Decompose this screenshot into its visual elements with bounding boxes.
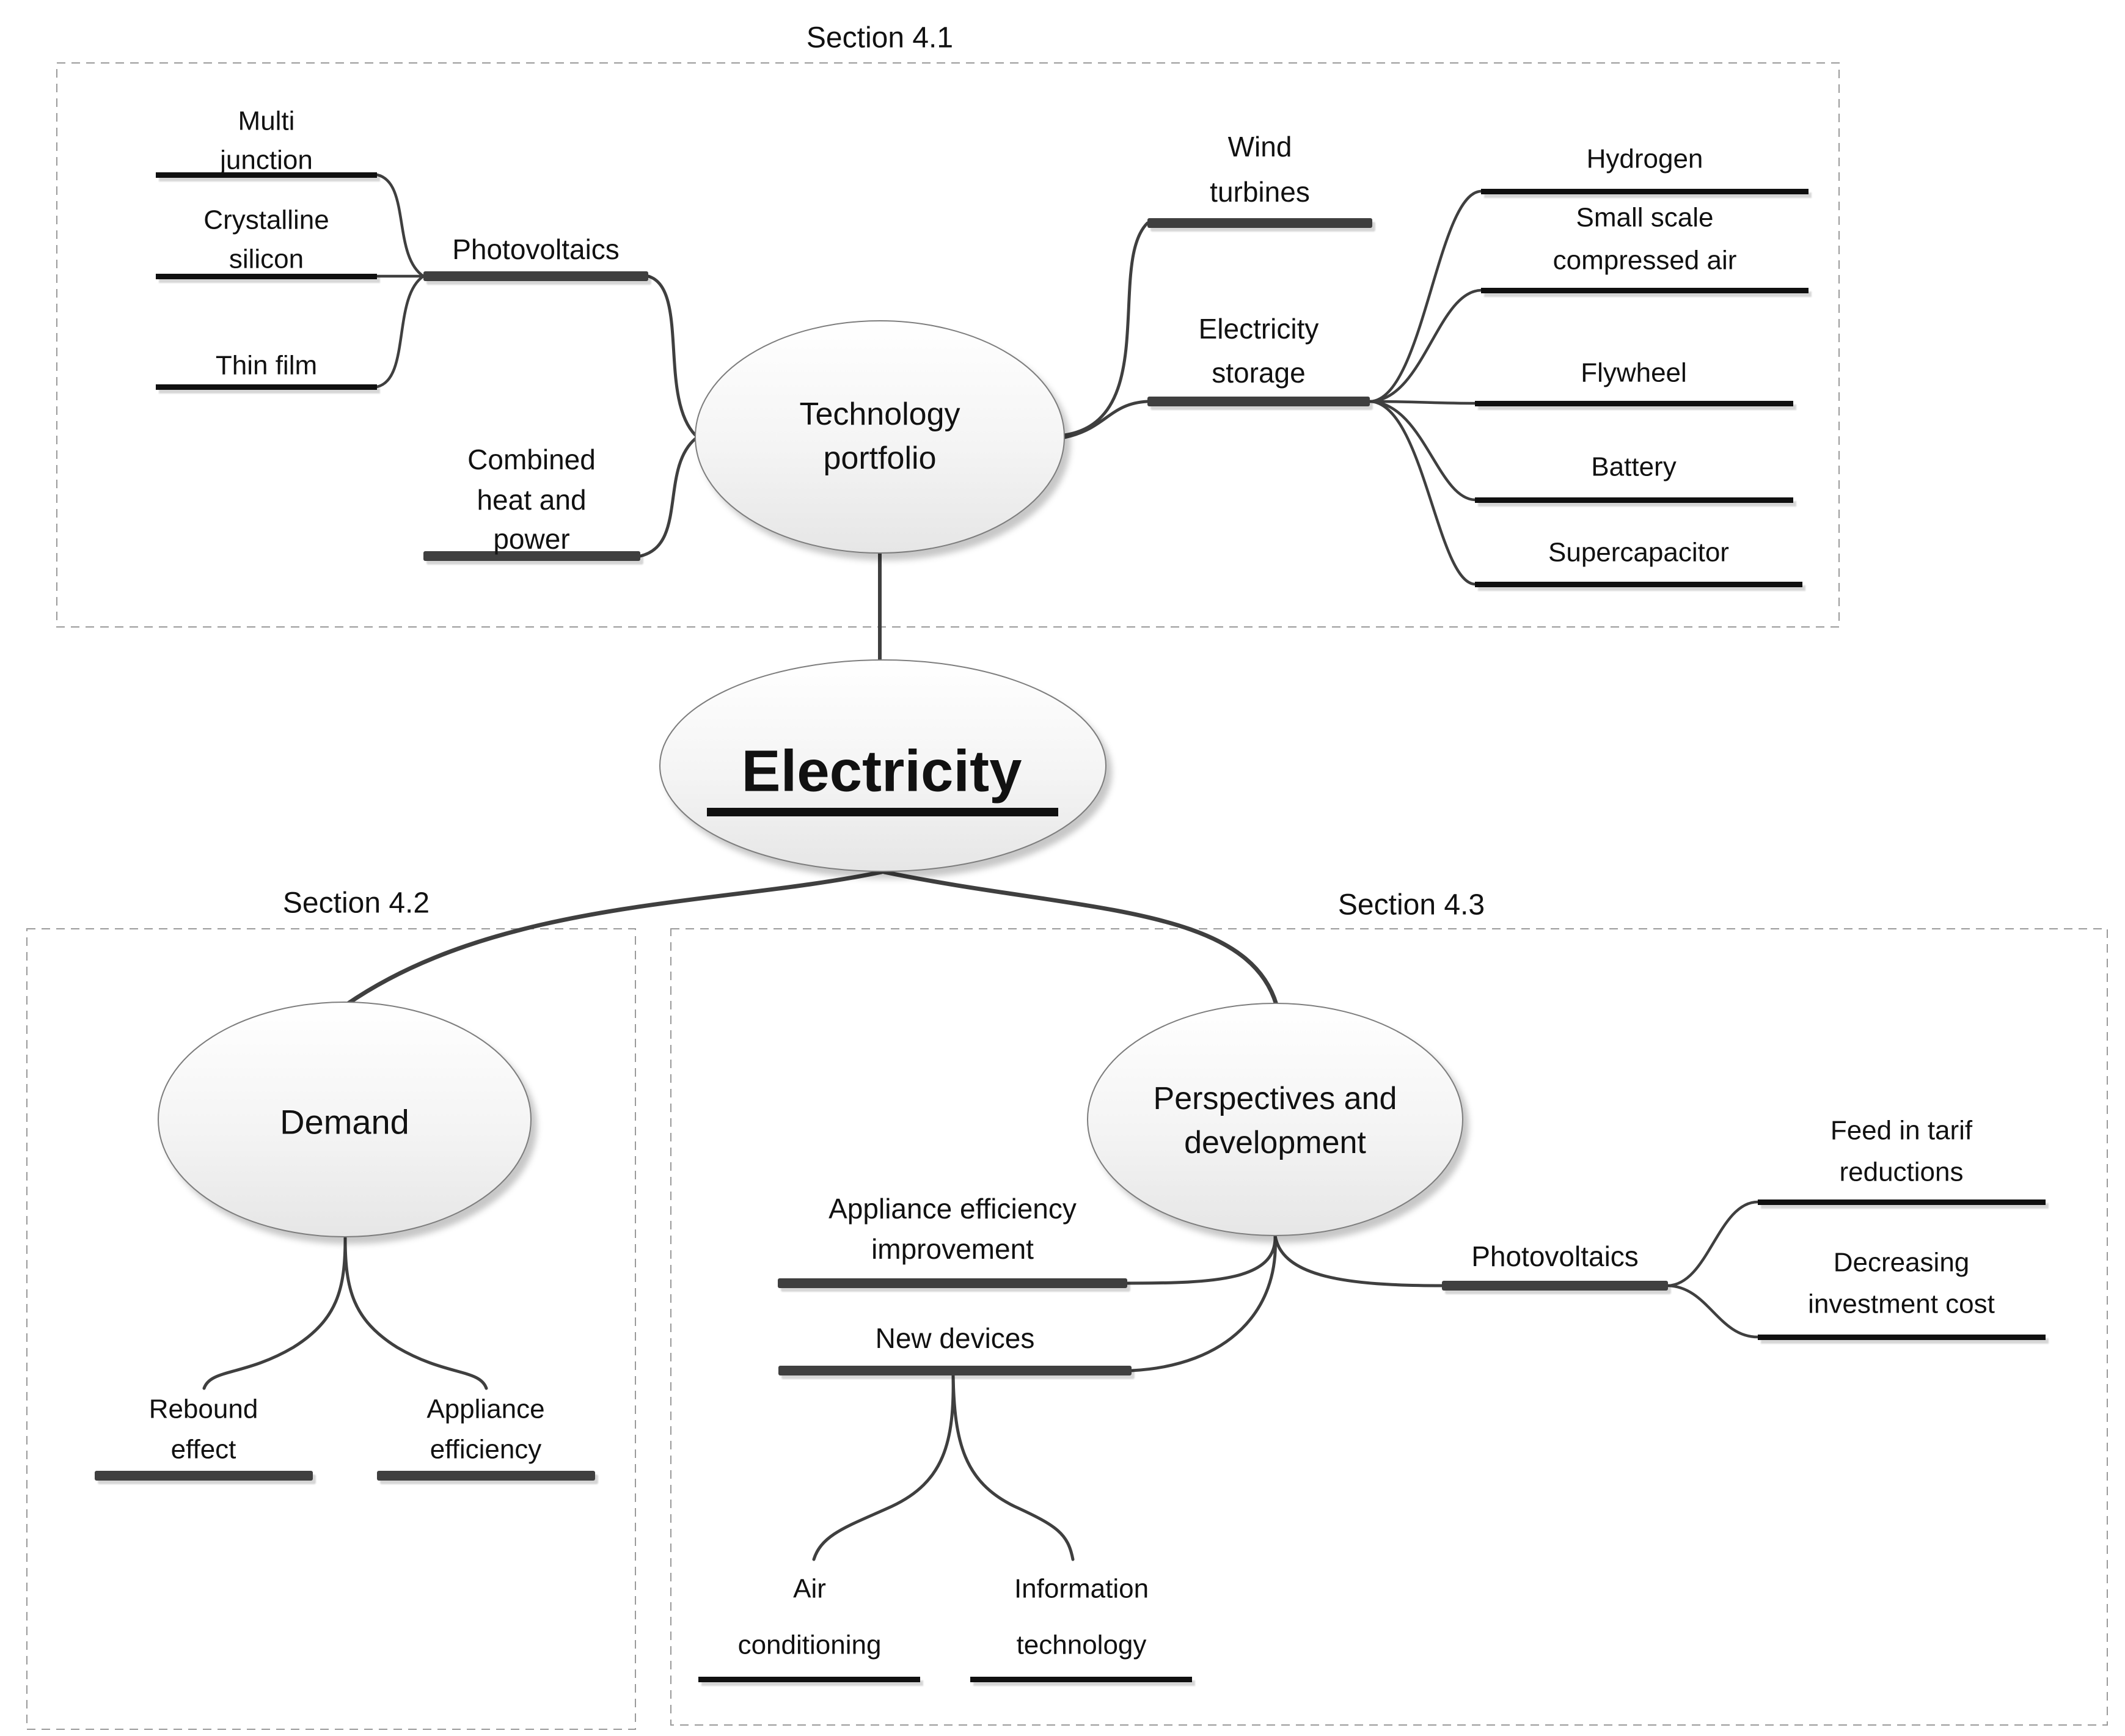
- connector-thin-film-to-photovoltaics: [375, 274, 425, 389]
- technology-portfolio-label-line1: Technology: [799, 397, 960, 432]
- connector-technology-to-wind-turbines: [1062, 221, 1149, 437]
- technology-portfolio-label-line2: portfolio: [824, 441, 937, 476]
- rebound-effect-label-line1: Rebound: [149, 1394, 258, 1424]
- connector-photovoltaics43-to-decreasing: [1666, 1284, 1760, 1339]
- battery-underline: [1475, 497, 1793, 503]
- flywheel-underline: [1475, 401, 1793, 406]
- small-scale-label-line2: compressed air: [1553, 246, 1737, 276]
- perspectives-node: [1087, 1003, 1463, 1236]
- connector-chp-to-technology: [638, 437, 697, 558]
- connector-technology-to-storage: [1062, 400, 1149, 439]
- air-conditioning-underline: [698, 1677, 920, 1682]
- photovoltaics-branch-bar: [423, 271, 648, 281]
- wind-turbines-label-line1: Wind: [1228, 131, 1292, 163]
- connector-photovoltaics-to-technology: [646, 274, 697, 437]
- connector-electricity-to-perspectives: [882, 870, 1279, 1007]
- small-scale-underline: [1481, 288, 1809, 293]
- small-scale-label-line1: Small scale: [1576, 203, 1714, 233]
- perspectives-label-line2: development: [1184, 1125, 1366, 1160]
- electricity-root-node: [659, 659, 1106, 872]
- decreasing-cost-underline: [1758, 1335, 2046, 1340]
- photovoltaics43-branch-bar: [1442, 1281, 1668, 1291]
- feed-in-tarif-underline: [1758, 1199, 2046, 1205]
- electricity-storage-label-line1: Electricity: [1199, 313, 1319, 345]
- connector-photovoltaics43-to-feed-in: [1666, 1200, 1760, 1287]
- new-devices-label: New devices: [876, 1322, 1035, 1354]
- information-technology-label-line1: Information: [1014, 1574, 1149, 1604]
- information-technology-label-line2: technology: [1017, 1630, 1147, 1660]
- chp-label-line2: heat and: [477, 484, 586, 516]
- connector-electricity-to-demand: [344, 870, 884, 1007]
- wind-turbines-branch-bar: [1147, 218, 1372, 228]
- crystalline-silicon-underline: [156, 274, 377, 279]
- chp-branch-bar: [423, 551, 640, 561]
- multi-junction-underline: [156, 172, 377, 178]
- connector-new-devices-to-air-conditioning: [812, 1374, 955, 1561]
- flywheel-label: Flywheel: [1581, 358, 1687, 388]
- wind-turbines-label-line2: turbines: [1210, 176, 1310, 208]
- decreasing-cost-label-line1: Decreasing: [1834, 1248, 1970, 1278]
- connector-multi-junction-to-photovoltaics: [375, 173, 425, 278]
- connector-demand-to-rebound: [202, 1236, 347, 1390]
- electricity-storage-label-line2: storage: [1212, 357, 1305, 389]
- appliance-efficiency-bar: [377, 1471, 595, 1481]
- aei-label-line2: improvement: [871, 1233, 1034, 1265]
- feed-in-tarif-label-line1: Feed in tarif: [1831, 1116, 1973, 1146]
- technology-portfolio-node: [695, 320, 1065, 554]
- electricity-root-label: Electricity: [742, 739, 1022, 804]
- aei-branch-bar: [778, 1278, 1127, 1288]
- thin-film-underline: [156, 384, 377, 390]
- decreasing-cost-label-line2: investment cost: [1808, 1289, 1995, 1319]
- rebound-effect-label-line2: effect: [171, 1435, 236, 1465]
- perspectives-label-line1: Perspectives and: [1154, 1081, 1397, 1116]
- connector-perspectives-to-aei: [1125, 1234, 1277, 1285]
- electricity-underline: [707, 808, 1058, 816]
- hydrogen-underline: [1481, 189, 1809, 194]
- supercapacitor-underline: [1475, 582, 1802, 587]
- connector-storage-to-supercapacitor: [1368, 400, 1477, 586]
- section-42-title: Section 4.2: [283, 887, 430, 920]
- feed-in-tarif-label-line2: reductions: [1839, 1157, 1963, 1187]
- connector-demand-to-appliance-efficiency: [343, 1236, 488, 1390]
- air-conditioning-label-line2: conditioning: [738, 1630, 882, 1660]
- electricity-storage-branch-bar: [1147, 397, 1370, 406]
- section-41-title: Section 4.1: [806, 22, 953, 54]
- chp-label-line1: Combined: [467, 444, 596, 475]
- connector-storage-to-small-scale: [1368, 288, 1483, 403]
- chp-label-line3: power: [493, 523, 569, 555]
- connector-storage-to-flywheel: [1368, 400, 1477, 405]
- section-43-title: Section 4.3: [1338, 889, 1485, 921]
- section-43-box: [670, 928, 2108, 1726]
- multi-junction-label-line2: junction: [219, 145, 313, 175]
- connector-storage-to-hydrogen: [1368, 189, 1483, 403]
- multi-junction-label-line1: Multi: [238, 106, 295, 136]
- new-devices-branch-bar: [778, 1366, 1132, 1375]
- photovoltaics-branch-label: Photovoltaics: [452, 233, 620, 265]
- rebound-effect-bar: [95, 1471, 313, 1481]
- connector-storage-to-battery: [1368, 400, 1477, 502]
- crystalline-silicon-label-line2: silicon: [229, 244, 304, 274]
- air-conditioning-label-line1: Air: [793, 1574, 826, 1604]
- crystalline-silicon-label-line1: Crystalline: [203, 205, 329, 235]
- supercapacitor-label: Supercapacitor: [1548, 538, 1729, 568]
- information-technology-underline: [970, 1677, 1192, 1682]
- photovoltaics43-label: Photovoltaics: [1471, 1240, 1639, 1272]
- demand-node: [158, 1002, 532, 1237]
- demand-label: Demand: [280, 1103, 409, 1141]
- appliance-efficiency-label-line1: Appliance: [426, 1394, 544, 1424]
- appliance-efficiency-label-line2: efficiency: [430, 1435, 542, 1465]
- hydrogen-label: Hydrogen: [1587, 144, 1703, 174]
- aei-label-line1: Appliance efficiency: [828, 1193, 1077, 1225]
- battery-label: Battery: [1591, 452, 1676, 482]
- connector-perspectives-to-new-devices: [1130, 1234, 1277, 1372]
- connector-new-devices-to-information-technology: [951, 1374, 1075, 1561]
- connector-perspectives-to-photovoltaics43: [1273, 1234, 1444, 1287]
- thin-film-label: Thin film: [216, 351, 317, 381]
